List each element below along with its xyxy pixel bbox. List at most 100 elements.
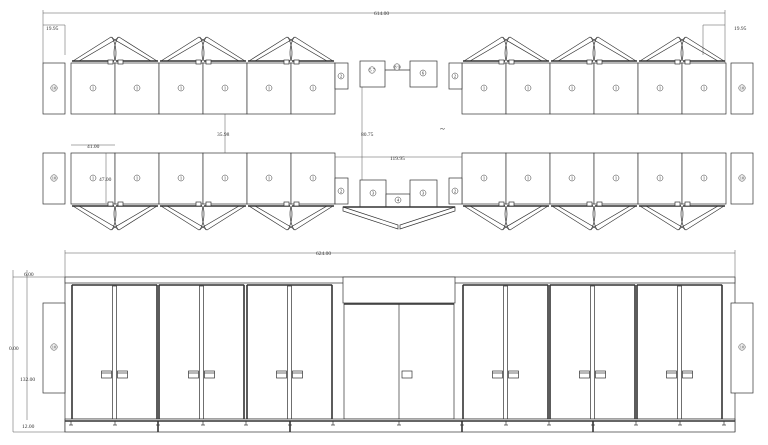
door-arc bbox=[680, 205, 686, 231]
marker-label: 2 bbox=[454, 189, 456, 194]
marker-circle bbox=[265, 84, 273, 92]
door-hinge bbox=[508, 59, 515, 65]
door-handle bbox=[188, 370, 199, 379]
door-arc bbox=[504, 205, 510, 231]
dim-aisle-width: 35.98 bbox=[217, 132, 230, 138]
base-platform bbox=[64, 418, 736, 433]
door-arc bbox=[199, 205, 205, 231]
marker-label: 1 bbox=[136, 86, 138, 91]
item-marker: 1 bbox=[612, 174, 620, 182]
swing-door bbox=[71, 205, 116, 231]
door-hinge bbox=[107, 201, 114, 207]
swing-door bbox=[247, 36, 292, 62]
dim-overall-height: 0.00 bbox=[9, 346, 19, 352]
marker-circle bbox=[177, 174, 185, 182]
dim-top-band: 6.00 bbox=[24, 272, 34, 278]
marker-label: 10 bbox=[52, 176, 57, 181]
door-mullion bbox=[677, 285, 682, 420]
marker-label: 1 bbox=[312, 176, 314, 181]
item-marker: 1 bbox=[524, 174, 532, 182]
marker-circle bbox=[50, 343, 58, 351]
center-door bbox=[342, 206, 399, 230]
door-hinge bbox=[283, 59, 290, 65]
marker-circle bbox=[393, 63, 401, 71]
swing-door bbox=[681, 205, 726, 231]
door-hinge bbox=[293, 59, 300, 65]
marker-circle bbox=[656, 84, 664, 92]
door-arc bbox=[289, 205, 295, 231]
marker-label: 1 bbox=[268, 86, 270, 91]
marker-label: 2 bbox=[340, 189, 342, 194]
marker-label: 1 bbox=[527, 86, 529, 91]
door-hinge bbox=[117, 59, 124, 65]
center-door bbox=[399, 206, 456, 230]
door-handle bbox=[292, 370, 303, 379]
marker-label: 1 bbox=[180, 176, 182, 181]
marker-circle bbox=[89, 84, 97, 92]
marker-label: 10 bbox=[52, 345, 57, 350]
door-arc bbox=[287, 36, 293, 62]
door-arc bbox=[502, 36, 508, 62]
item-marker: 10 bbox=[738, 343, 746, 351]
door-handle bbox=[492, 370, 503, 379]
swing-door bbox=[202, 205, 247, 231]
item-marker: 1 bbox=[480, 84, 488, 92]
door-arc bbox=[111, 36, 117, 62]
marker-circle bbox=[419, 69, 427, 77]
marker-circle bbox=[89, 174, 97, 182]
door-hinge bbox=[498, 59, 505, 65]
swing-door bbox=[202, 36, 247, 62]
marker-label: 2 bbox=[454, 74, 456, 79]
item-marker: 1 bbox=[221, 174, 229, 182]
swing-door bbox=[638, 205, 683, 231]
item-marker: 2 bbox=[337, 72, 345, 80]
marker-label: 1 bbox=[483, 86, 485, 91]
item-marker: 2 bbox=[337, 187, 345, 195]
door-arc bbox=[201, 36, 207, 62]
marker-label: 5 7 bbox=[369, 68, 375, 73]
item-marker: 1 bbox=[221, 84, 229, 92]
break-symbol: ~ bbox=[440, 124, 445, 134]
item-marker: 10 bbox=[50, 343, 58, 351]
item-marker: 10 bbox=[738, 84, 746, 92]
swing-door bbox=[505, 205, 550, 231]
marker-label: 1 bbox=[615, 86, 617, 91]
marker-circle bbox=[612, 174, 620, 182]
item-marker: 1 bbox=[612, 84, 620, 92]
dim-base-height: 12.00 bbox=[22, 424, 35, 430]
marker-circle bbox=[738, 343, 746, 351]
item-marker: 1 bbox=[568, 84, 576, 92]
door-hinge bbox=[674, 59, 681, 65]
swing-door bbox=[593, 205, 638, 231]
door-arc bbox=[502, 205, 508, 231]
marker-label: 10 bbox=[52, 86, 57, 91]
item-marker: 1 bbox=[700, 174, 708, 182]
dim-center-span: 119.95 bbox=[390, 156, 405, 162]
door-hinge bbox=[283, 201, 290, 207]
door-handle bbox=[666, 370, 677, 379]
item-marker: 10 bbox=[50, 84, 58, 92]
marker-label: 1 bbox=[659, 176, 661, 181]
marker-circle bbox=[309, 174, 317, 182]
center-cabinet bbox=[359, 179, 387, 208]
marker-circle bbox=[133, 174, 141, 182]
marker-label: 1 bbox=[527, 176, 529, 181]
marker-label: 10 bbox=[740, 176, 745, 181]
swing-door bbox=[593, 36, 638, 62]
marker-circle bbox=[738, 84, 746, 92]
door-hinge bbox=[684, 59, 691, 65]
item-marker: 3 bbox=[419, 189, 427, 197]
item-marker: 1 bbox=[177, 174, 185, 182]
cooler-unit bbox=[637, 62, 683, 115]
swing-door bbox=[550, 36, 595, 62]
dim-elevation-width: 624.00 bbox=[316, 251, 331, 257]
plan-dimensions: 614.00 19.95 19.95 35.98 80.75 119.95 41… bbox=[46, 11, 747, 183]
door-arc bbox=[199, 36, 205, 62]
dim-unit-width: 41.00 bbox=[87, 144, 100, 150]
item-marker: 2 bbox=[451, 187, 459, 195]
door-mullion bbox=[112, 285, 117, 420]
swing-door bbox=[247, 205, 292, 231]
marker-circle bbox=[394, 196, 402, 204]
item-marker: 1 bbox=[89, 84, 97, 92]
marker-label: 1 bbox=[180, 86, 182, 91]
